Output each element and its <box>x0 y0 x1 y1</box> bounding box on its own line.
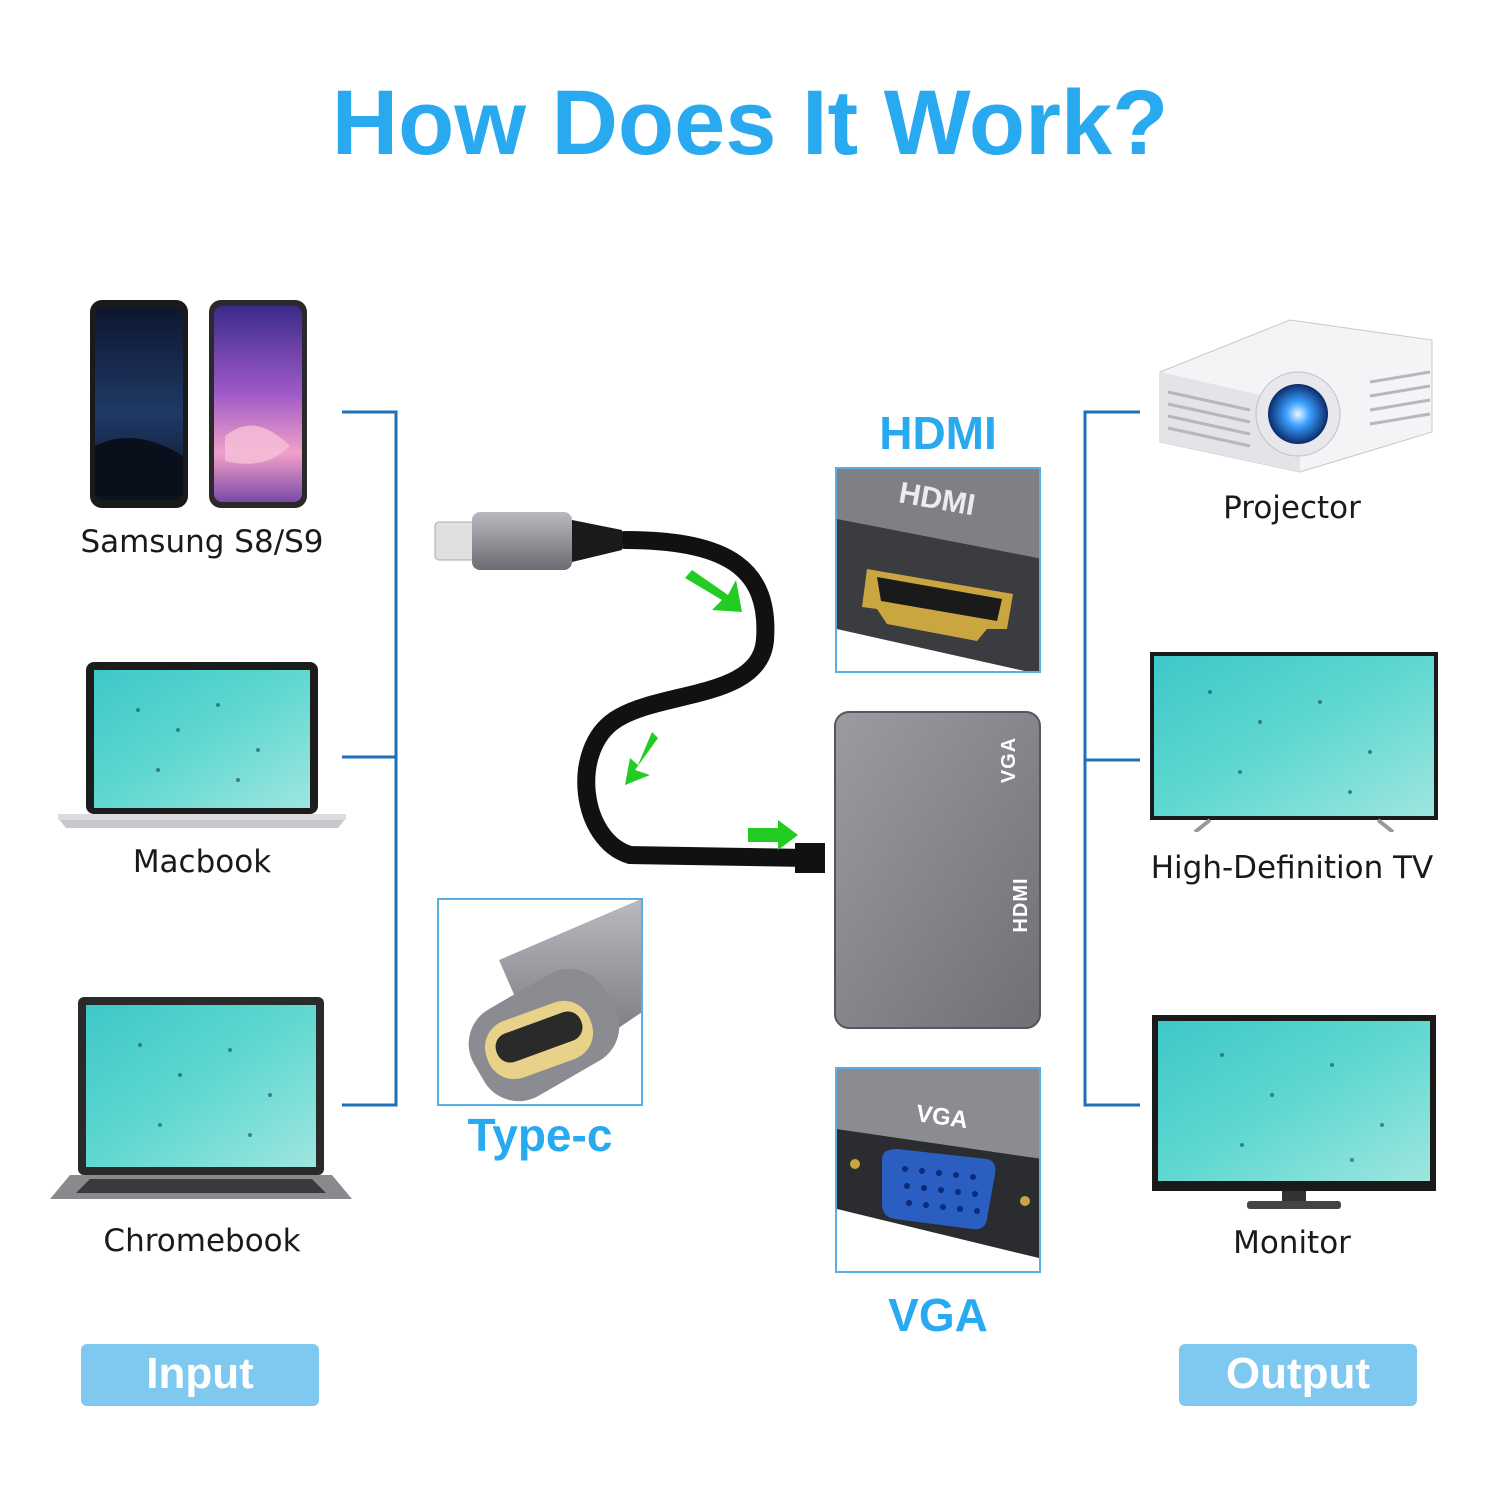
device-label-samsung: Samsung S8/S9 <box>80 524 324 560</box>
typec-plug-icon <box>468 900 641 1102</box>
monitor-icon <box>1152 1015 1436 1209</box>
device-label-monitor: Monitor <box>1233 1225 1351 1261</box>
adapter-cable <box>434 512 1041 1029</box>
chromebook-icon <box>50 997 352 1199</box>
output-button[interactable]: Output <box>1179 1344 1417 1406</box>
vga-callout: VGA <box>835 1067 1041 1273</box>
input-button[interactable]: Input <box>81 1344 319 1406</box>
vga-port-icon: VGA <box>837 1069 1039 1259</box>
hub-vga-label: VGA <box>998 736 1020 784</box>
hdmi-title: HDMI <box>879 407 997 459</box>
vga-title: VGA <box>888 1289 988 1341</box>
device-label-tv: High-Definition TV <box>1150 850 1434 886</box>
phones-icon <box>90 300 307 508</box>
hdmi-port-icon: HDMI <box>837 469 1039 671</box>
signal-arrows <box>625 570 798 850</box>
device-label-chromebook: Chromebook <box>103 1223 301 1259</box>
hub-hdmi-label: HDMI <box>1010 877 1032 933</box>
tv-icon <box>1150 652 1438 832</box>
typec-title: Type-c <box>467 1109 613 1161</box>
device-label-macbook: Macbook <box>132 844 272 880</box>
device-label-projector: Projector <box>1223 490 1361 526</box>
hdmi-callout: HDMI <box>835 467 1041 673</box>
projector-icon <box>1159 319 1433 473</box>
laptop-icon <box>58 662 346 828</box>
page-title: How Does It Work? <box>331 72 1169 174</box>
typec-callout <box>437 898 643 1106</box>
